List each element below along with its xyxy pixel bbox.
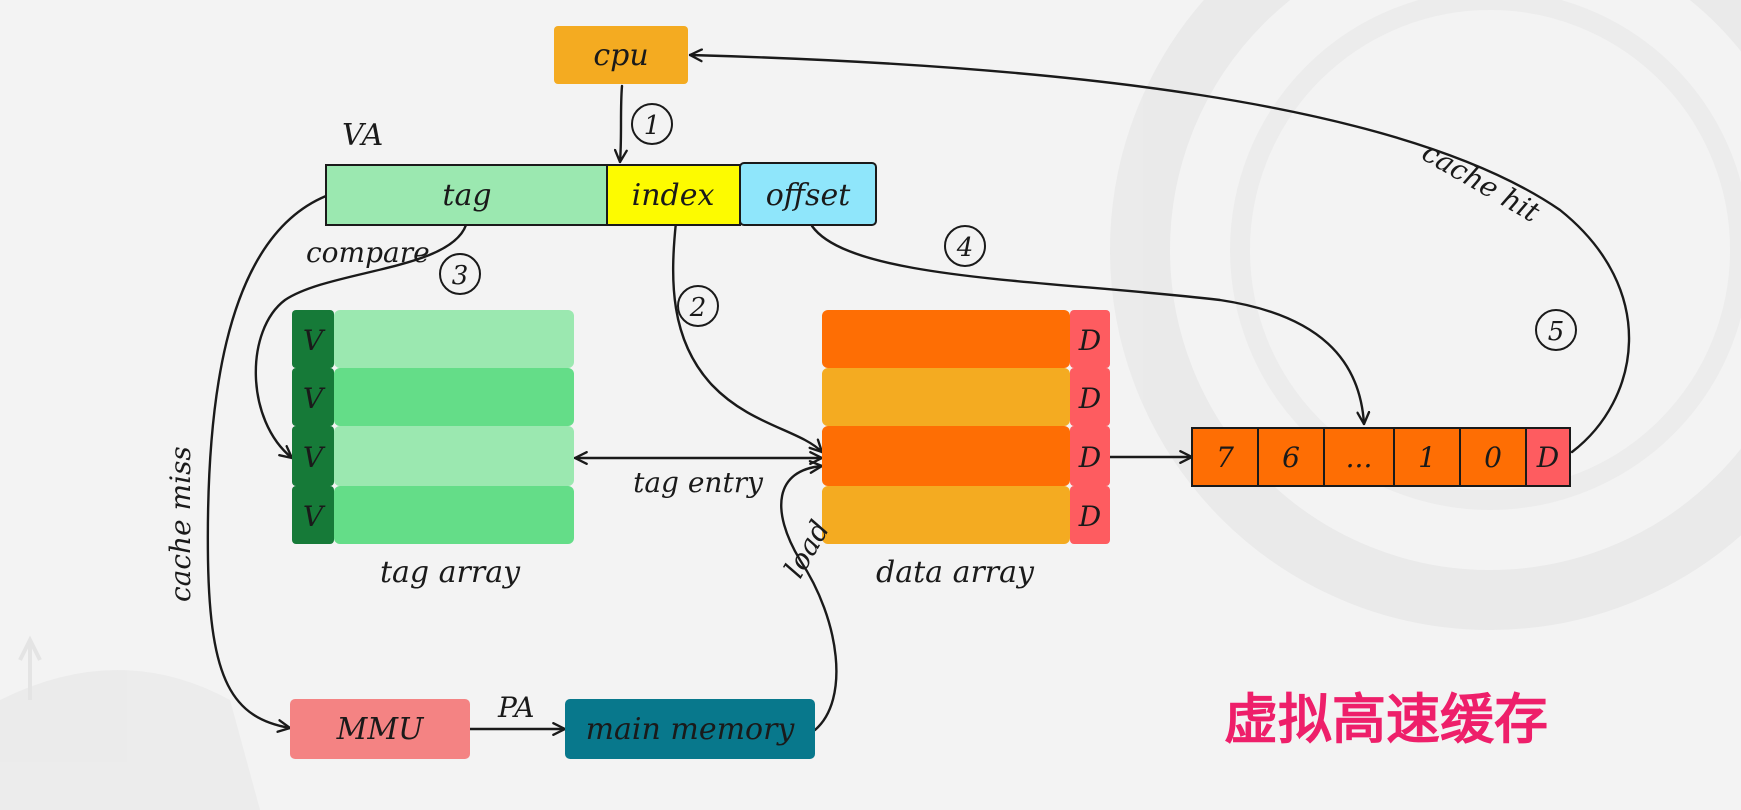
cache-line-dirty-bit: D	[1536, 441, 1559, 474]
step-2: 2	[689, 293, 707, 323]
main-memory-label: main memory	[586, 712, 796, 747]
cache-line-byte-1: 1	[1418, 441, 1436, 474]
dirty-bit-4: D	[1078, 500, 1101, 533]
offset-field-label: offset	[766, 178, 851, 213]
cache-line-ellipsis: ...	[1346, 441, 1373, 474]
main-memory-node: main memory	[565, 699, 815, 759]
cache-line-byte-6: 6	[1282, 441, 1300, 474]
valid-bit-2: V	[303, 382, 326, 415]
tag-field-label: tag	[442, 178, 491, 213]
edge-offset-to-cache-line	[810, 224, 1371, 426]
edge-cache-hit	[688, 48, 1631, 454]
cache-hit-label: cache hit	[1417, 135, 1547, 229]
valid-bit-1: V	[303, 324, 326, 357]
cache-line: 7 6 ... 1 0 D	[1191, 427, 1571, 487]
data-array-label: data array	[876, 555, 1035, 590]
edge-load	[780, 460, 838, 732]
step-markers: 1 2 3 4 5	[439, 103, 1577, 351]
pa-label: PA	[497, 691, 535, 724]
edge-compare	[254, 223, 468, 460]
va-label: VA	[342, 118, 383, 153]
cache-line-byte-0: 0	[1484, 441, 1502, 474]
index-field-label: index	[632, 178, 715, 213]
mmu-label: MMU	[336, 712, 425, 747]
dirty-bit-3: D	[1078, 441, 1101, 474]
virtual-address: tag index offset	[325, 162, 877, 226]
cache-line-byte-7: 7	[1216, 441, 1234, 474]
valid-bit-3: V	[303, 441, 326, 474]
dirty-bit-1: D	[1078, 324, 1101, 357]
tag-array: V V V V	[292, 310, 574, 544]
tag-array-label: tag array	[380, 555, 521, 590]
cache-miss-label: cache miss	[164, 446, 197, 602]
step-5: 5	[1548, 317, 1565, 347]
mmu-node: MMU	[290, 699, 470, 759]
edges	[206, 48, 1631, 736]
diagram-title: 虚拟高速缓存	[1224, 688, 1548, 751]
step-1: 1	[644, 111, 661, 141]
compare-label: compare	[306, 236, 430, 269]
step-3: 3	[452, 261, 469, 291]
edge-cache-miss	[206, 194, 328, 733]
cpu-node: cpu	[554, 26, 688, 84]
step-4: 4	[956, 233, 974, 263]
edge-index-to-data-array	[671, 220, 824, 454]
valid-bit-4: V	[303, 500, 326, 533]
cpu-label: cpu	[593, 38, 648, 73]
data-array: D D D D	[822, 310, 1110, 544]
edge-cpu-to-index	[613, 84, 628, 164]
dirty-bit-2: D	[1078, 382, 1101, 415]
tag-entry-label: tag entry	[633, 466, 764, 499]
